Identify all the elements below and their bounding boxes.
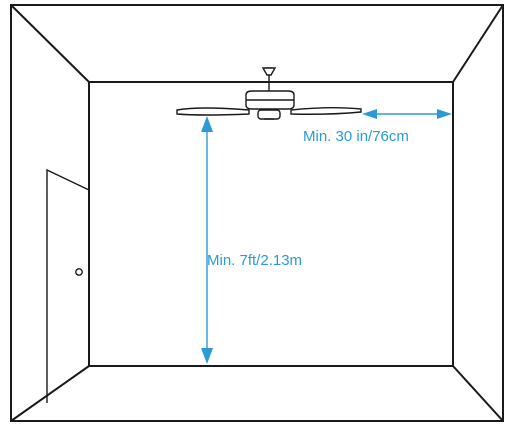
back-wall (88, 81, 454, 367)
floor-left-edge (10, 365, 90, 422)
fan-canopy (261, 67, 277, 76)
fan-blade-right (290, 107, 362, 115)
blade-clearance-dimension: Min. 30 in/76cm (303, 109, 452, 145)
height-arrow-top (201, 116, 213, 132)
door-icon (46, 168, 90, 403)
ceiling-right-edge (452, 4, 504, 83)
floor-right-edge (452, 365, 504, 422)
ceiling-left-edge (10, 4, 90, 83)
blade-clearance-label: Min. 30 in/76cm (303, 128, 409, 145)
door-knob-icon (75, 268, 83, 276)
ceiling-height-dimension: Min. 7ft/2.13m (201, 116, 302, 364)
fan-light-kit (257, 109, 281, 120)
ceiling-fan-icon (176, 67, 362, 120)
room-outline (10, 4, 504, 422)
clearance-arrow-left (362, 109, 377, 119)
height-arrow-bottom (201, 348, 213, 364)
door-outline (46, 168, 90, 403)
clearance-arrow-right (437, 109, 452, 119)
room-frame (10, 4, 504, 422)
fan-blade-left (176, 107, 250, 116)
ceiling-height-label: Min. 7ft/2.13m (207, 252, 302, 269)
